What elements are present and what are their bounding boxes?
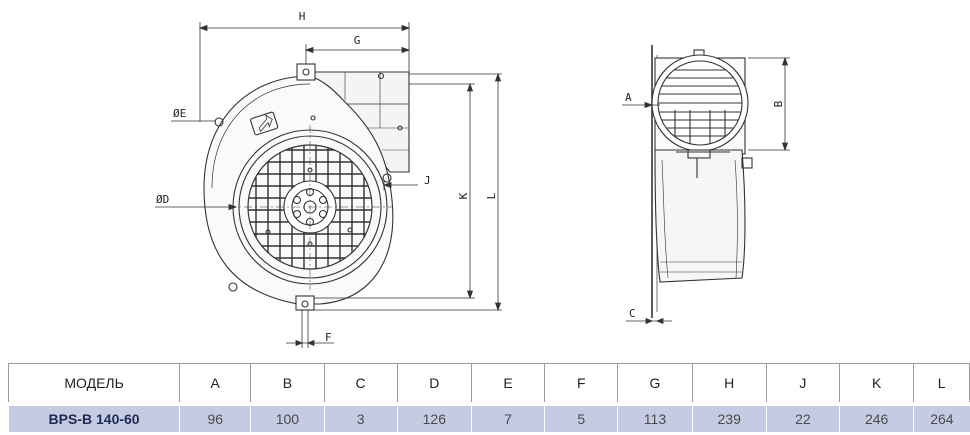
cell-L: 264 [913, 402, 970, 432]
label-K: K [457, 192, 470, 199]
side-view [651, 45, 753, 318]
top-mount-tab [296, 63, 316, 81]
header-B: B [250, 363, 325, 405]
cell-C: 3 [323, 402, 398, 432]
front-view [203, 63, 410, 311]
mount-hole-right [382, 173, 392, 183]
cell-F: 5 [544, 402, 618, 432]
table-row: BPS-B 140-60 96 100 3 126 7 5 113 239 22… [7, 402, 970, 432]
header-E: E [470, 363, 546, 405]
header-L: L [913, 363, 970, 405]
cell-G: 113 [617, 402, 693, 432]
label-L: L [485, 192, 498, 199]
side-dimensions [622, 56, 790, 325]
bottom-mount-tab [295, 295, 315, 311]
cell-A: 96 [179, 402, 251, 432]
header-D: D [396, 363, 472, 405]
cell-H: 239 [691, 402, 767, 432]
cell-K: 246 [839, 402, 914, 432]
header-J: J [765, 363, 841, 405]
motor-body [654, 149, 746, 283]
header-A: A [179, 363, 252, 405]
mount-hole-bottom [228, 282, 238, 292]
label-J: J [424, 174, 431, 187]
table-header-row: МОДЕЛЬ A B C D E F G H J K L [7, 363, 970, 405]
mount-hole-left [214, 117, 224, 127]
label-B: B [772, 100, 785, 107]
specs-table: МОДЕЛЬ A B C D E F G H J K L BPS-B 140-6… [7, 363, 970, 432]
cell-E: 7 [470, 402, 545, 432]
label-D: ØD [156, 193, 169, 206]
header-G: G [617, 363, 693, 405]
front-dimensions [155, 22, 502, 348]
cell-B: 100 [250, 402, 324, 432]
airflow-direction-icon [250, 111, 279, 136]
header-H: H [691, 363, 767, 405]
cell-J: 22 [765, 402, 840, 432]
cell-D: 126 [396, 402, 472, 432]
cell-model: BPS-B 140-60 [7, 402, 180, 432]
header-model: МОДЕЛЬ [7, 363, 181, 405]
label-H: H [299, 10, 306, 23]
header-K: K [839, 363, 915, 405]
label-G: G [354, 34, 361, 47]
label-F: F [325, 331, 332, 344]
label-A: A [625, 91, 632, 104]
label-E: ØE [173, 107, 186, 120]
header-F: F [544, 363, 619, 405]
technical-drawing: H G ØE ØD J K L F [155, 10, 790, 348]
label-C: C [629, 307, 636, 320]
header-C: C [323, 363, 398, 405]
